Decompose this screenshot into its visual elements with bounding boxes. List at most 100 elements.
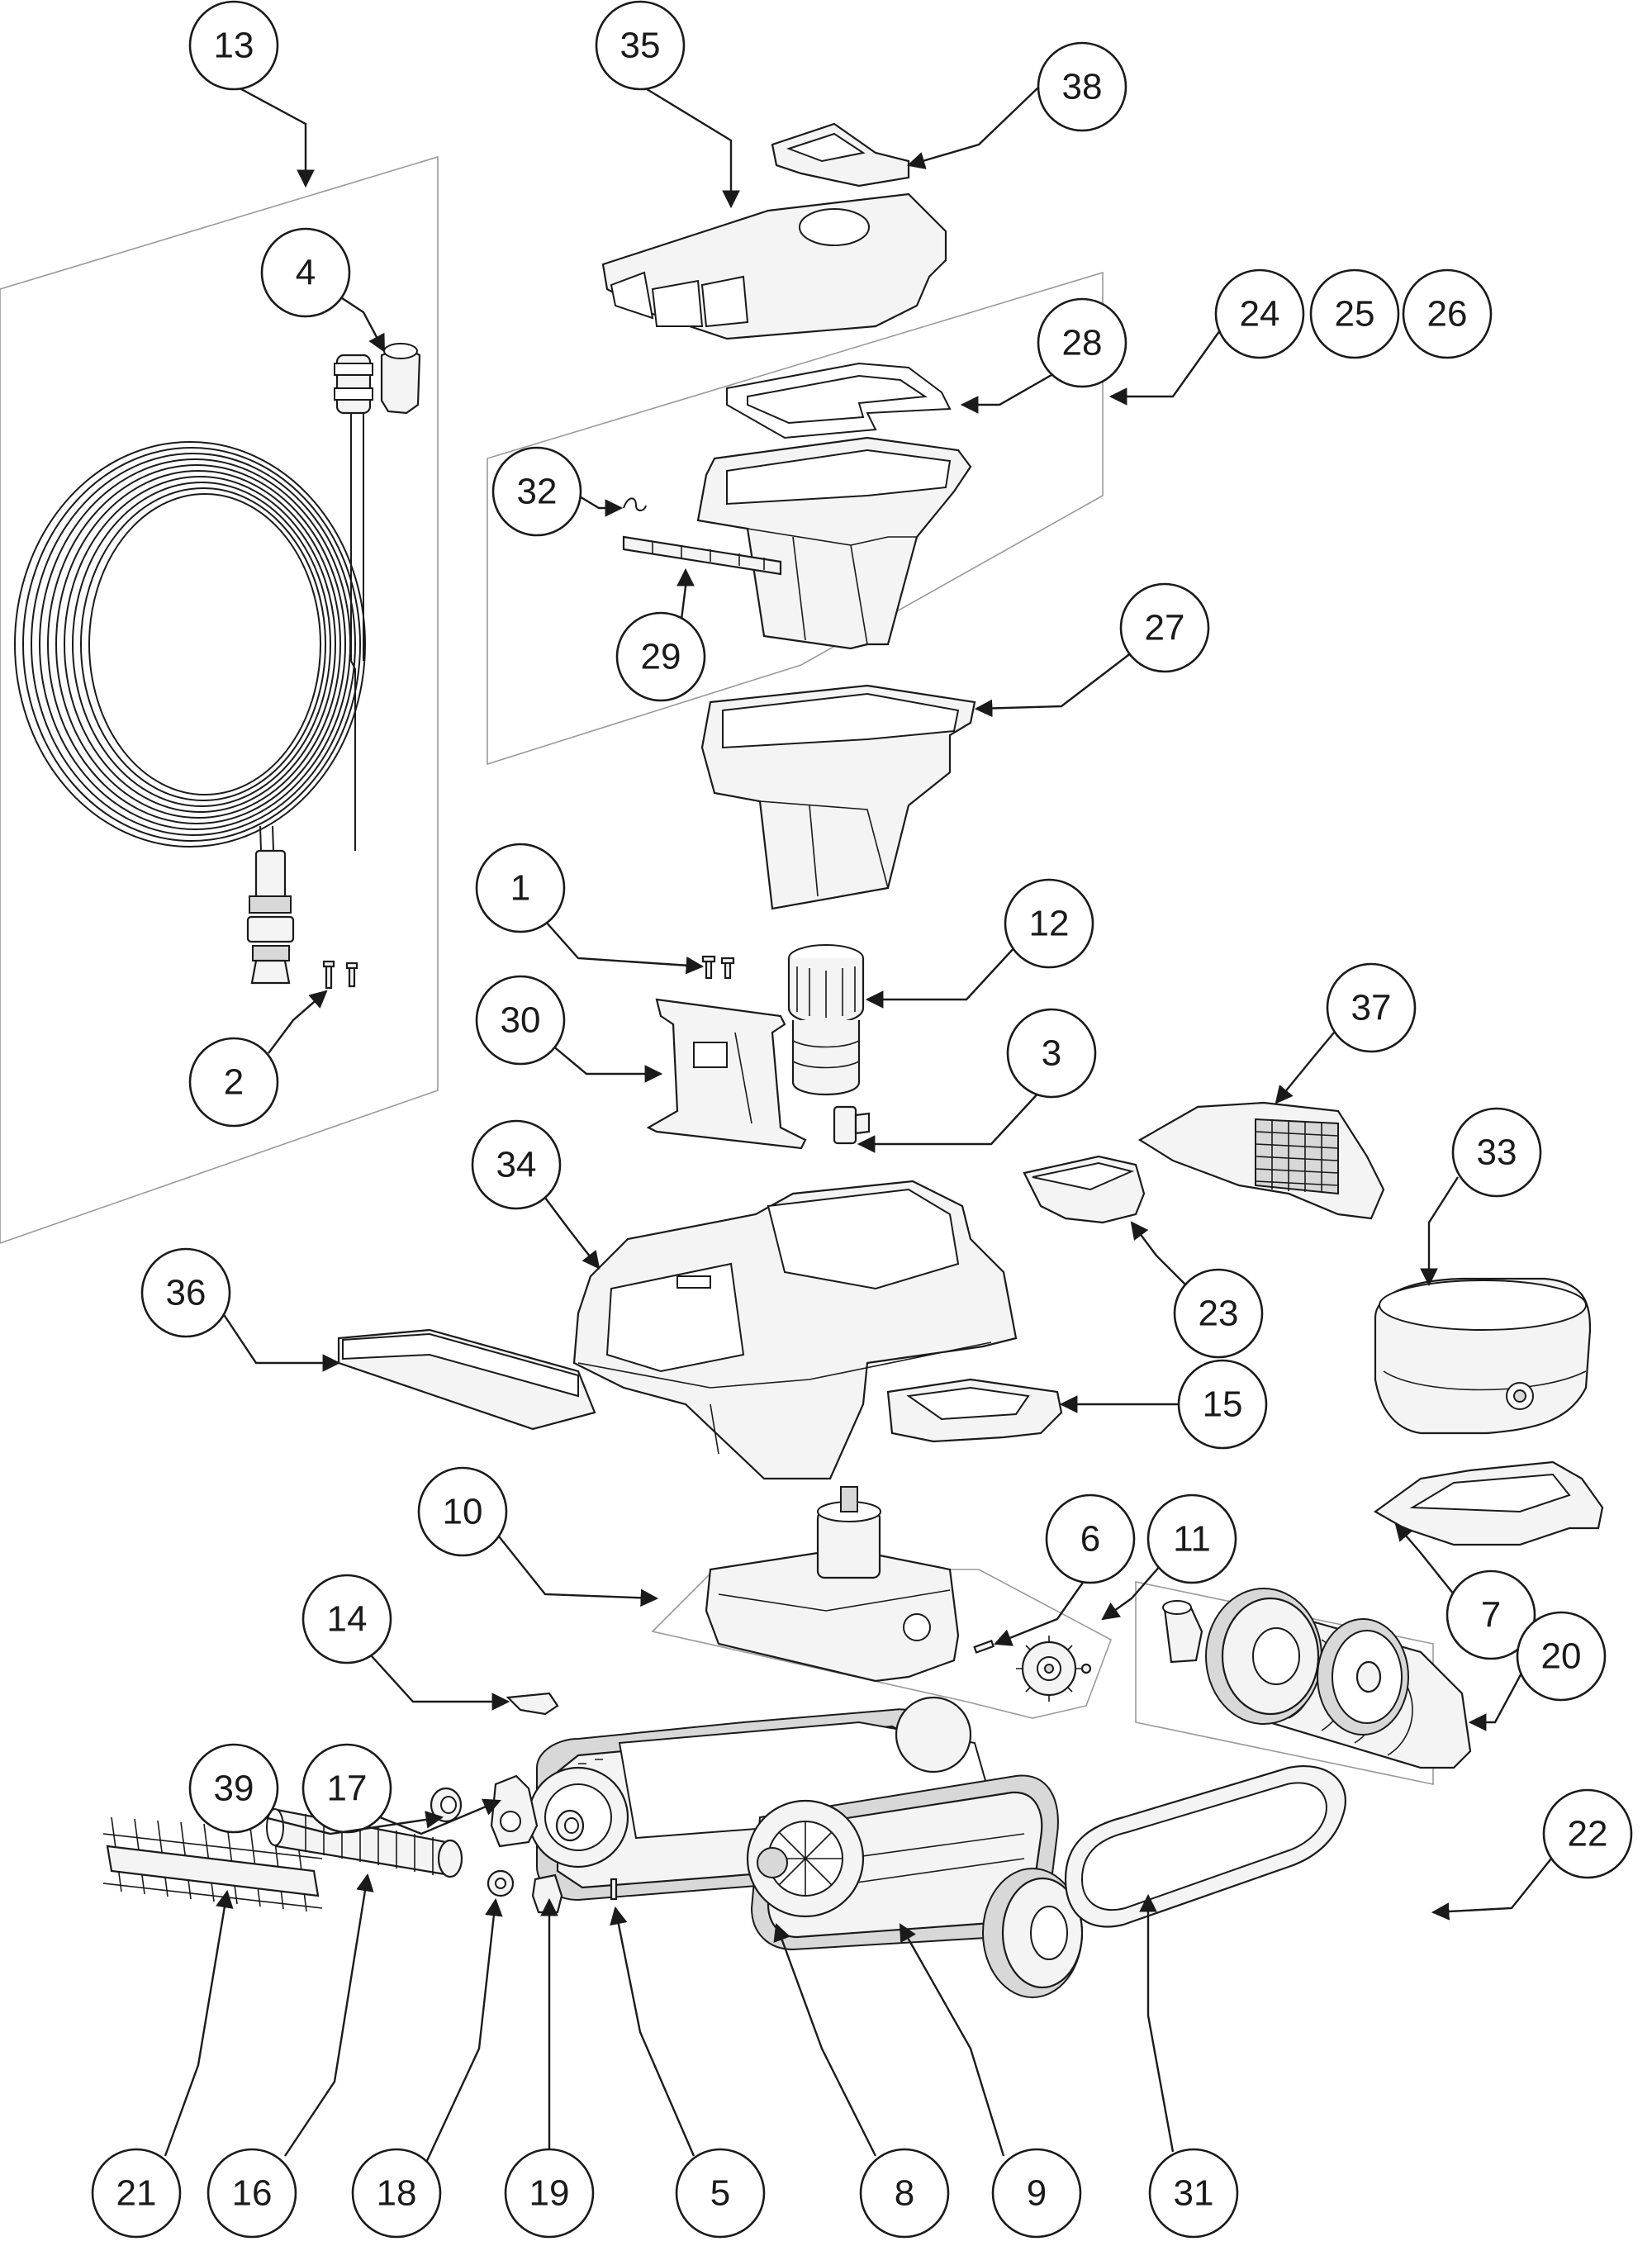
- callout-label-1: 1: [510, 868, 530, 909]
- callout-25: 25: [1309, 268, 1400, 359]
- callout-label-29: 29: [641, 637, 681, 677]
- leader-line-21: [164, 1889, 234, 2157]
- screws-part-2: [322, 960, 358, 990]
- callout-8: 8: [773, 1922, 950, 2239]
- callout-2: 2: [188, 990, 328, 1128]
- callout-18: 18: [351, 1897, 503, 2239]
- callout-circle-36: [140, 1247, 231, 1338]
- callout-circle-29: [615, 611, 706, 702]
- callout-label-3: 3: [1042, 1033, 1061, 1074]
- leader-line-34: [544, 1197, 601, 1270]
- bracket-part-17: [490, 1774, 585, 1848]
- leader-line-30: [551, 1044, 663, 1083]
- callout-circle-10: [417, 1466, 508, 1557]
- leader-line-36: [222, 1313, 341, 1372]
- callout-circle-6: [1045, 1493, 1136, 1584]
- callout-label-11: 11: [1173, 1519, 1211, 1560]
- callout-33: 33: [1420, 1107, 1542, 1287]
- impeller-part-12: [787, 944, 865, 1095]
- callout-circle-2: [188, 1037, 279, 1128]
- wheel-kit-part-22: [1162, 1588, 1409, 1736]
- callout-label-19: 19: [529, 2173, 570, 2214]
- handle-part-38: [771, 122, 910, 188]
- callout-circle-24: [1214, 268, 1305, 359]
- callout-circle-9: [991, 2148, 1082, 2239]
- leader-line-6: [993, 1577, 1087, 1646]
- bearing-part-39: [430, 1787, 463, 1823]
- leader-line-29: [676, 567, 695, 620]
- callout-13: 13: [188, 0, 315, 188]
- callout-label-38: 38: [1062, 67, 1103, 107]
- callout-label-37: 37: [1351, 988, 1392, 1028]
- callout-circle-18: [351, 2148, 442, 2239]
- leader-line-9: [899, 1923, 1005, 2157]
- callout-30: 30: [475, 975, 663, 1083]
- callout-circle-32: [491, 446, 582, 537]
- callout-circle-14: [301, 1574, 392, 1664]
- callout-circle-7: [1446, 1569, 1536, 1660]
- callout-circle-31: [1148, 2148, 1239, 2239]
- filter-clip-part-32: [623, 497, 647, 511]
- callout-circle-30: [475, 975, 566, 1066]
- callout-22: 22: [1431, 1788, 1633, 1921]
- leader-line-14: [371, 1655, 510, 1711]
- callout-38: 38: [906, 41, 1127, 169]
- leader-line-24: [1108, 330, 1221, 406]
- main-body-part-34: [572, 1180, 1018, 1480]
- callout-label-39: 39: [214, 1769, 254, 1809]
- callout-label-8: 8: [895, 2173, 914, 2214]
- callout-label-6: 6: [1080, 1519, 1100, 1560]
- callout-circle-33: [1451, 1107, 1542, 1198]
- callout-15: 15: [1059, 1359, 1268, 1450]
- cable-end-connector: [246, 849, 295, 985]
- callout-31: 31: [1139, 1893, 1239, 2239]
- leader-line-4: [334, 292, 386, 353]
- callout-label-10: 10: [443, 1492, 483, 1532]
- leader-line-18: [424, 1897, 503, 2165]
- callout-26: 26: [1402, 268, 1493, 359]
- callout-label-4: 4: [296, 253, 316, 293]
- front-wheel: [982, 1868, 1084, 1998]
- callout-label-22: 22: [1568, 1814, 1608, 1854]
- callout-circle-8: [859, 2148, 950, 2239]
- wheel-hub-part-8: [746, 1799, 865, 1918]
- callout-label-2: 2: [224, 1062, 244, 1103]
- leader-line-28: [960, 370, 1058, 414]
- screws-part-1: [701, 955, 735, 980]
- cable-assembly-panel: [0, 155, 439, 1244]
- callout-label-24: 24: [1240, 294, 1280, 335]
- callout-label-20: 20: [1541, 1636, 1582, 1677]
- callout-circle-22: [1542, 1788, 1633, 1879]
- callout-circle-20: [1516, 1611, 1607, 1702]
- leader-line-31: [1139, 1893, 1175, 2153]
- callout-circle-25: [1309, 268, 1400, 359]
- rail-part-36: [337, 1328, 596, 1431]
- callout-label-12: 12: [1029, 904, 1070, 944]
- leader-line-8: [773, 1922, 877, 2157]
- callout-36: 36: [140, 1247, 341, 1372]
- leader-line-38: [906, 86, 1040, 169]
- callout-label-15: 15: [1203, 1384, 1243, 1425]
- leader-line-39: [263, 1811, 444, 1835]
- cable-coil: [14, 405, 366, 901]
- callout-label-21: 21: [116, 2173, 157, 2214]
- callout-32: 32: [491, 446, 624, 537]
- pin-part-5: [610, 1878, 618, 1901]
- leader-line-1: [544, 920, 705, 975]
- power-supply-part-33: [1374, 1277, 1592, 1435]
- callout-label-34: 34: [496, 1145, 537, 1185]
- filter-assembly-panel: [487, 271, 1104, 766]
- callout-label-25: 25: [1335, 294, 1375, 335]
- callout-circle-21: [91, 2148, 182, 2239]
- callout-20: 20: [1468, 1611, 1607, 1731]
- wheel-kit-panel: [1135, 1581, 1434, 1785]
- callout-12: 12: [865, 878, 1094, 1009]
- callout-label-5: 5: [710, 2173, 730, 2214]
- filter-frame-part-28: [726, 362, 952, 439]
- leader-line-11: [1101, 1565, 1161, 1621]
- callout-label-9: 9: [1027, 2173, 1047, 2214]
- part-3: [833, 1105, 871, 1145]
- part-15: [886, 1378, 1063, 1443]
- callout-34: 34: [471, 1119, 601, 1270]
